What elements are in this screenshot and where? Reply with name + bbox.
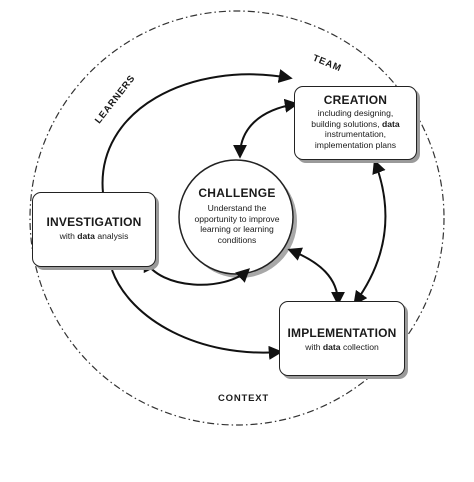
investigation-title: INVESTIGATION <box>46 215 142 229</box>
creation-line-1: including designing, <box>317 108 394 118</box>
investigation-description: with data analysis <box>33 231 155 242</box>
creation-title: CREATION <box>323 93 388 107</box>
creation-line-2-text: building solutions, <box>311 118 383 129</box>
implementation-pre: with <box>305 342 323 352</box>
creation-node: CREATION including designing, building s… <box>294 86 417 160</box>
creation-line-4: implementation plans <box>314 139 397 150</box>
investigation-node: INVESTIGATION with data analysis <box>32 192 156 267</box>
implementation-post: collection <box>340 342 379 352</box>
implementation-node: IMPLEMENTATION with data collection <box>279 301 405 376</box>
context-label: CONTEXT <box>218 393 269 404</box>
challenge-title: CHALLENGE <box>198 186 276 200</box>
implementation-description: with data collection <box>280 342 404 353</box>
creation-data-bold: data <box>382 118 400 129</box>
creation-line-2: building solutions, data <box>295 119 416 130</box>
arrow-implementation-to-investigation <box>111 269 283 360</box>
investigation-pre: with <box>59 231 78 241</box>
creation-line-3: instrumentation, <box>324 129 387 139</box>
investigation-post: analysis <box>94 231 129 241</box>
arrow-investigation-to-creation <box>101 69 293 194</box>
arrow-investigation-challenge <box>143 257 251 286</box>
arrow-challenge-implementation <box>287 247 345 306</box>
arrow-creation-to-implementation <box>353 159 387 306</box>
implementation-data-bold: data <box>322 342 341 352</box>
creation-description: including designing, building solutions,… <box>295 108 416 150</box>
challenge-description: Understand the opportunity to improve le… <box>194 203 280 245</box>
arrow-creation-challenge <box>233 98 299 159</box>
implementation-title: IMPLEMENTATION <box>287 326 397 340</box>
context-ring <box>29 10 445 426</box>
investigation-data-bold: data <box>77 231 95 241</box>
challenge-node: CHALLENGE Understand the opportunity to … <box>193 186 281 245</box>
